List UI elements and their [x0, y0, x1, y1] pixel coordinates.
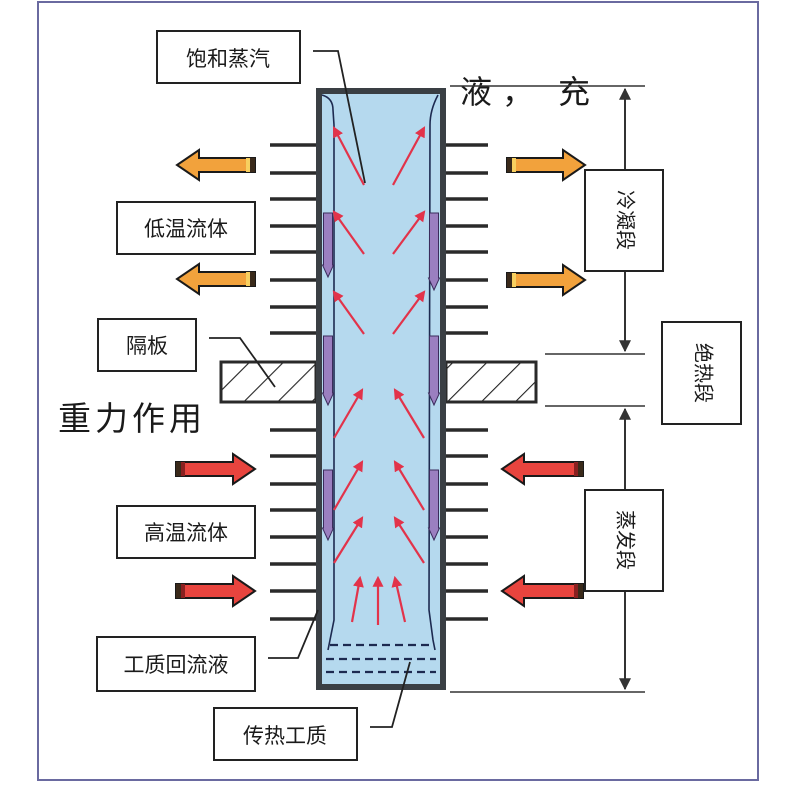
section-dimensions — [450, 85, 645, 693]
hot-flow-in-arrow-icon-tail — [578, 462, 583, 476]
label-high-temp-fluid: 高温流体 — [116, 505, 256, 559]
vapor-arrows — [332, 126, 426, 625]
cold-flow-out-arrow-icon-tail — [512, 158, 516, 172]
hot-flow-in-arrow-icon — [500, 452, 584, 486]
condenser-section-box: 冷凝段 — [584, 169, 664, 272]
vapor-arrow-icon — [392, 210, 426, 255]
cold-flow-out-arrow-icon-tail — [507, 273, 512, 287]
low-temp-fluid-text: 低温流体 — [144, 217, 228, 241]
condensate-arrow-icon — [321, 335, 335, 407]
vapor-arrow-icon — [393, 388, 425, 439]
gravity-text: 重力作用 — [58, 399, 206, 438]
hot-flow-in-arrow-icon — [175, 452, 257, 486]
hot-flow-in-arrow-icon-tail — [574, 584, 578, 598]
hot-flow-in-arrow-icon — [175, 574, 257, 608]
working-fluid-pool — [326, 643, 436, 674]
vapor-arrow-icon — [332, 290, 365, 335]
adiabatic-section-box: 绝热段 — [661, 321, 742, 425]
hot-flow-in-arrow-icon-tail — [181, 462, 185, 476]
condensate-arrow-icon — [321, 212, 335, 279]
cold-flow-out-arrow-icon-tail — [250, 272, 255, 286]
vapor-arrow-icon — [350, 575, 364, 623]
label-saturated-vapor: 饱和蒸汽 — [156, 30, 366, 184]
label-working-fluid: 传热工质 — [213, 661, 411, 761]
high-temp-fluid-text: 高温流体 — [144, 521, 228, 545]
vapor-arrow-icon — [333, 460, 364, 511]
condensate-arrow-icon — [321, 469, 335, 542]
vapor-arrow-icon — [392, 126, 426, 186]
fins-left — [270, 143, 316, 621]
top-note-left: 液 — [460, 73, 492, 111]
liquid-film-left — [321, 94, 335, 651]
cold-flow-out-arrow-icon-tail — [250, 158, 255, 172]
condenser-section-text: 冷凝段 — [614, 190, 638, 250]
vapor-arrow-icon — [333, 516, 364, 564]
cold-flow-arrows — [175, 148, 587, 297]
vapor-core — [322, 94, 440, 684]
heat-pipe-tube — [316, 88, 446, 690]
vapor-arrow-icon — [392, 290, 426, 335]
cold-flow-out-arrow-icon — [175, 262, 256, 296]
label-return-liquid: 工质回流液 — [96, 609, 319, 692]
return-liquid-text: 工质回流液 — [124, 653, 229, 677]
cold-flow-out-arrow-icon — [506, 263, 587, 297]
top-note-right: 充 — [558, 73, 590, 111]
hot-flow-in-arrow-icon-tail — [578, 584, 583, 598]
working-fluid-text: 传热工质 — [243, 724, 327, 748]
condensate-arrows — [321, 212, 441, 542]
vapor-arrow-icon — [333, 388, 364, 439]
vapor-arrow-icon — [393, 460, 425, 511]
label-partition: 隔板 — [97, 318, 276, 388]
hot-flow-in-arrow-icon-tail — [176, 584, 181, 598]
hot-flow-in-arrow-icon — [500, 574, 584, 608]
vapor-arrow-icon — [332, 210, 365, 255]
vapor-arrow-icon — [393, 516, 425, 564]
saturated-vapor-text: 饱和蒸汽 — [186, 47, 270, 71]
cold-flow-out-arrow-icon — [506, 148, 587, 182]
hot-flow-arrows — [175, 452, 584, 608]
evaporator-section-text: 蒸发段 — [614, 510, 638, 570]
cold-flow-out-arrow-icon-tail — [246, 158, 250, 172]
condensate-arrow-icon — [427, 469, 441, 542]
cold-flow-out-arrow-icon — [175, 148, 256, 182]
hot-flow-in-arrow-icon-tail — [574, 462, 578, 476]
adiabatic-section-text: 绝热段 — [692, 343, 716, 403]
condensate-arrow-icon — [427, 212, 441, 292]
cold-flow-out-arrow-icon-tail — [246, 272, 250, 286]
condensate-arrow-icon — [427, 335, 441, 407]
cold-flow-out-arrow-icon-tail — [507, 158, 512, 172]
fins-right — [446, 143, 488, 621]
top-note-comma: ， — [502, 73, 534, 111]
evaporator-section-box: 蒸发段 — [584, 489, 664, 592]
label-low-temp-fluid: 低温流体 — [116, 201, 256, 255]
cold-flow-out-arrow-icon-tail — [512, 273, 516, 287]
partition-plate — [219, 360, 538, 404]
vapor-arrow-icon — [391, 575, 407, 623]
hot-flow-in-arrow-icon-tail — [176, 462, 181, 476]
hot-flow-in-arrow-icon-tail — [181, 584, 185, 598]
vapor-arrow-icon — [332, 126, 365, 186]
partition-text: 隔板 — [126, 334, 168, 358]
